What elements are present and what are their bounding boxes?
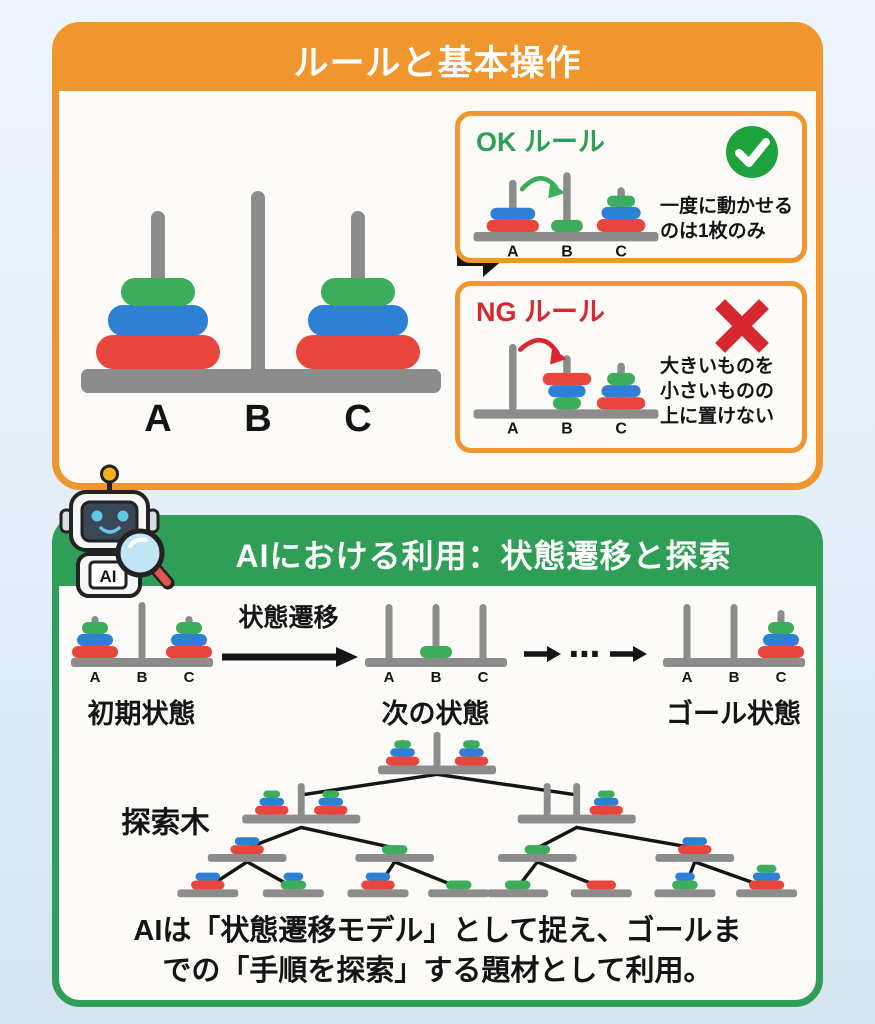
goal-state-caption: ゴール状態 xyxy=(666,699,801,729)
tree-node xyxy=(498,845,577,862)
search-tree-diagram: 探索木 xyxy=(121,732,798,898)
disk-blue xyxy=(108,305,208,336)
svg-text:C: C xyxy=(477,669,488,686)
ng-rule-diagram: A B C xyxy=(473,337,659,438)
tree-leaf xyxy=(487,880,549,898)
disk-green xyxy=(121,278,195,306)
magnifier-icon xyxy=(115,528,165,578)
svg-text:A: A xyxy=(383,669,394,686)
svg-text:B: B xyxy=(561,243,572,260)
svg-text:C: C xyxy=(615,243,627,260)
tree-node xyxy=(517,783,636,824)
ng-rule-label: NG ルール xyxy=(476,297,606,327)
svg-text:B: B xyxy=(136,669,147,686)
svg-text:B: B xyxy=(430,669,441,686)
next-state-caption: 次の状態 xyxy=(381,699,490,729)
ai-panel-title: AIにおける利用：状態遷移と探索 xyxy=(59,522,816,586)
robot-smile xyxy=(99,526,121,534)
disk-red xyxy=(296,335,420,369)
ok-rule-description: 一度に動かせる のは1枚のみ xyxy=(660,196,794,243)
ok-rule-label: OK ルール xyxy=(476,127,606,157)
move-arrow-icon xyxy=(517,337,560,356)
tree-node xyxy=(355,845,435,862)
ellipsis: ⋯ xyxy=(568,636,601,672)
transition-arrow-icon xyxy=(221,647,358,667)
ng-rule-box: NG ルール A B C 大きい xyxy=(455,281,807,453)
search-tree-label: 探索木 xyxy=(121,806,210,839)
tree-leaf xyxy=(570,880,632,898)
disk-red xyxy=(96,335,220,369)
state-goal: A B C ゴール状態 xyxy=(658,590,810,731)
ai-summary-text: AIは「状態遷移モデル」として捉え、ゴールま での「手順を探索」する題材として利… xyxy=(59,911,816,992)
tree-node xyxy=(242,783,361,824)
goal-state-diagram: A B C xyxy=(662,604,805,686)
robot-badge: AI xyxy=(100,567,117,586)
cross-icon xyxy=(715,299,769,353)
peg-label-c: C xyxy=(344,398,371,439)
state-initial: A B C 初期状態 xyxy=(66,590,218,731)
tree-node xyxy=(207,837,287,862)
tree-root-node xyxy=(377,732,497,775)
transition-block: 状態遷移 xyxy=(218,590,360,668)
ng-rule-description: 大きいものを 小さいものの 上に置けない xyxy=(660,356,775,428)
arrow-icon xyxy=(609,646,647,662)
svg-text:C: C xyxy=(775,669,786,686)
svg-text:A: A xyxy=(681,669,692,686)
state-transition-row: A B C 初期状態 状態遷移 xyxy=(59,590,816,731)
ai-panel: AIにおける利用：状態遷移と探索 A B C xyxy=(52,515,823,1007)
robot-eye xyxy=(117,510,129,522)
disk-green xyxy=(321,278,395,306)
svg-text:A: A xyxy=(89,669,100,686)
rules-panel-content: A B C OK ルール A xyxy=(59,91,816,483)
tree-leaf xyxy=(654,872,716,898)
next-state-diagram: A B C xyxy=(364,604,507,686)
svg-text:B: B xyxy=(728,669,739,686)
check-circle-icon xyxy=(726,126,778,178)
svg-text:C: C xyxy=(183,669,194,686)
tree-leaf xyxy=(428,880,490,898)
ellipsis-block: ⋯ xyxy=(512,590,658,670)
svg-text:A: A xyxy=(507,243,519,260)
rules-panel: ルールと基本操作 A B C OK ルール xyxy=(52,22,823,490)
robot-icon: AI xyxy=(59,464,175,598)
svg-text:A: A xyxy=(507,421,519,438)
peg-label-a: A xyxy=(144,398,171,439)
tree-leaf xyxy=(177,872,239,898)
ok-rule-box: OK ルール A B C xyxy=(455,111,807,263)
initial-state-diagram: A B C xyxy=(70,602,213,686)
transition-label: 状態遷移 xyxy=(238,604,339,632)
base-bar xyxy=(81,369,441,393)
summary-line-2: での「手順を探索」する題材として利用。 xyxy=(162,955,713,988)
ai-panel-content: A B C 初期状態 状態遷移 xyxy=(59,586,816,1000)
summary-line-1: AIは「状態遷移モデル」として捉え、ゴールま xyxy=(133,914,742,947)
rules-panel-title: ルールと基本操作 xyxy=(59,29,816,91)
arrow-icon xyxy=(523,646,561,662)
robot-eye xyxy=(91,510,103,522)
svg-text:B: B xyxy=(561,421,572,438)
ok-rule-diagram: A B C xyxy=(473,172,659,260)
tree-node xyxy=(655,837,735,862)
disk-blue xyxy=(308,305,408,336)
tree-leaf xyxy=(736,864,798,898)
tree-leaf xyxy=(262,872,324,898)
svg-text:C: C xyxy=(615,421,627,438)
initial-state-caption: 初期状態 xyxy=(87,699,196,729)
peg-label-b: B xyxy=(244,398,271,439)
peg-b xyxy=(251,191,265,379)
tree-leaf xyxy=(347,872,409,898)
state-next: A B C 次の状態 xyxy=(360,590,512,731)
main-hanoi-diagram: A B C xyxy=(81,191,441,439)
